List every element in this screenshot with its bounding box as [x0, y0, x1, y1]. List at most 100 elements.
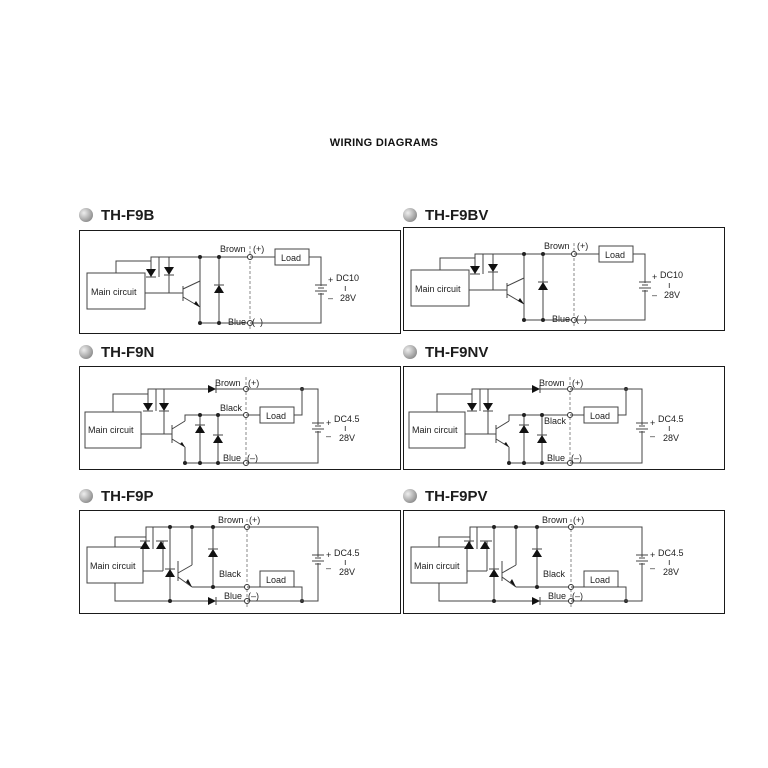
- brown-label: Brown: [539, 378, 565, 388]
- junction-dot: [216, 413, 220, 417]
- main-circuit-label: Main circuit: [91, 287, 137, 297]
- main-circuit-box: [410, 546, 468, 584]
- minus-label: (–): [247, 453, 258, 463]
- circuit-diagram: Main circuit Brown (+) Blue (–) Load: [86, 244, 359, 329]
- main-circuit-label: Main circuit: [414, 561, 460, 571]
- brown-label: Brown: [542, 515, 568, 525]
- brown-label: Brown: [220, 244, 246, 254]
- bullet-icon: [79, 345, 93, 359]
- circuit-frame: Main circuit Brown (+) Blue (–) Load: [79, 230, 401, 334]
- main-circuit-box: [408, 411, 466, 449]
- junction-dot: [168, 599, 172, 603]
- battery-minus: –: [326, 431, 331, 441]
- led-diode: [470, 266, 480, 274]
- voltage-dc: DC4.5: [658, 548, 684, 558]
- brown-label: Brown: [544, 241, 570, 251]
- main-circuit-label: Main circuit: [90, 561, 136, 571]
- led-diode: [467, 403, 477, 411]
- battery-plus: +: [650, 418, 655, 428]
- battery-plus: +: [326, 550, 331, 560]
- bullet-icon: [79, 489, 93, 503]
- blue-label: Blue: [552, 314, 570, 324]
- battery-plus: +: [652, 272, 657, 282]
- led-diode: [464, 541, 474, 549]
- voltage-dc: DC4.5: [334, 414, 360, 424]
- battery-minus: –: [650, 431, 655, 441]
- zener-diode: [214, 285, 224, 293]
- junction-dot: [168, 525, 172, 529]
- sensor-diode: [480, 541, 490, 549]
- zener-diode: [532, 549, 542, 557]
- zener-diode: [165, 569, 175, 577]
- junction-dot: [541, 318, 545, 322]
- minus-label: (–): [571, 453, 582, 463]
- black-label: Black: [543, 569, 566, 579]
- bullet-icon: [403, 489, 417, 503]
- circuit-frame: Main circuit Brown (+) Black: [79, 510, 401, 614]
- circuit-frame: Main circuit Brown (+): [403, 366, 725, 470]
- bullet-icon: [403, 208, 417, 222]
- junction-dot: [535, 585, 539, 589]
- zener-diode: [213, 435, 223, 443]
- minus-label: (–): [572, 591, 583, 601]
- voltage-max: 28V: [340, 293, 356, 303]
- emitter-arrow: [518, 298, 524, 304]
- blue-label: Blue: [224, 591, 242, 601]
- junction-dot: [540, 461, 544, 465]
- zener-diode: [519, 425, 529, 433]
- zener-diode: [537, 435, 547, 443]
- plus-label: (+): [573, 515, 584, 525]
- load-box: [583, 406, 619, 424]
- supply-diode: [208, 385, 216, 393]
- zener-diode: [489, 569, 499, 577]
- main-circuit-box: [84, 411, 142, 449]
- load-wires: [246, 388, 319, 464]
- return-diode: [532, 597, 540, 605]
- bullet-icon: [403, 345, 417, 359]
- main-circuit-box: [410, 269, 470, 307]
- minus-label: (–): [248, 591, 259, 601]
- junction-dot: [522, 252, 526, 256]
- led-diode: [143, 403, 153, 411]
- black-label: Black: [219, 569, 242, 579]
- voltage-dc: DC4.5: [658, 414, 684, 424]
- bullet-icon: [79, 208, 93, 222]
- emitter-arrow: [504, 442, 509, 447]
- junction-dot: [514, 525, 518, 529]
- junction-dot: [541, 252, 545, 256]
- model-header: TH-F9B: [79, 204, 154, 226]
- brown-label: Brown: [218, 515, 244, 525]
- voltage-sep: ı: [344, 557, 347, 567]
- junction-dot: [216, 461, 220, 465]
- led-diode: [140, 541, 150, 549]
- junction-dot: [535, 525, 539, 529]
- emitter-arrow: [510, 579, 516, 587]
- circuit-diagram: Main circuit Brown (+) Black: [410, 515, 684, 609]
- voltage-dc: DC10: [336, 273, 359, 283]
- voltage-sep: ı: [344, 283, 347, 293]
- circuit-diagram: Main circuit Brown (+): [84, 377, 360, 467]
- model-header: TH-F9BV: [403, 204, 488, 226]
- voltage-dc: DC10: [660, 270, 683, 280]
- battery-plus: +: [328, 275, 333, 285]
- black-label: Black: [544, 416, 567, 426]
- minus-label: (–): [252, 317, 263, 327]
- main-circuit-label: Main circuit: [415, 284, 461, 294]
- circuit-frame: Main circuit Brown (+): [79, 366, 401, 470]
- model-header: TH-F9PV: [403, 485, 488, 507]
- junction-dot: [217, 255, 221, 259]
- load-box: [598, 245, 634, 263]
- emitter-arrow: [180, 442, 185, 447]
- blue-label: Blue: [228, 317, 246, 327]
- battery-minus: –: [652, 290, 657, 300]
- junction-dot: [522, 318, 526, 322]
- battery-minus: –: [650, 563, 655, 573]
- voltage-max: 28V: [663, 433, 679, 443]
- led-diode: [146, 269, 156, 277]
- junction-dot: [522, 413, 526, 417]
- zener-diode: [538, 282, 548, 290]
- voltage-sep: ı: [668, 557, 671, 567]
- circuit-frame: Main circuit Brown (+) Black: [403, 510, 725, 614]
- main-circuit-box: [86, 546, 144, 584]
- sensor-diode: [488, 264, 498, 272]
